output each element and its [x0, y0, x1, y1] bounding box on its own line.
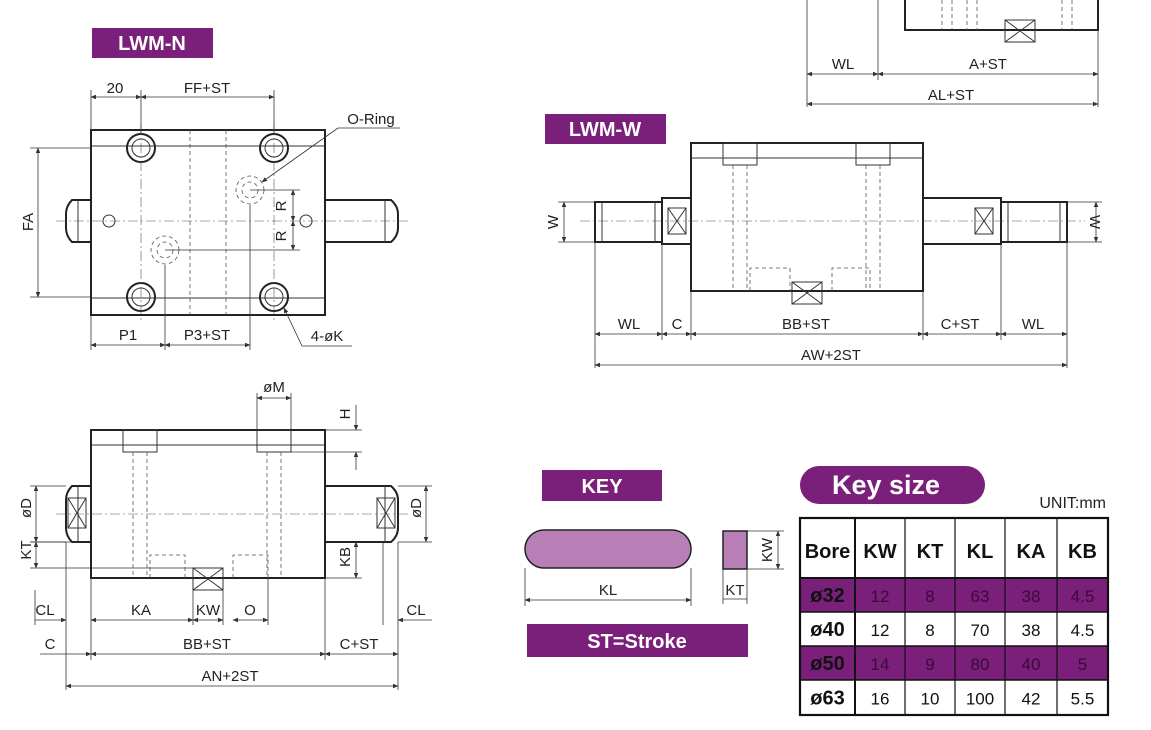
table-header: Bore	[805, 541, 851, 563]
lwm-top-right-partial-view: WL A+ST AL+ST	[806, 0, 1099, 107]
key-size-title: Key size	[832, 470, 940, 500]
dim-bb-st-front: BB+ST	[183, 636, 231, 653]
stroke-banner	[527, 624, 748, 657]
key-shape-side	[722, 530, 748, 570]
table-cell: 14	[871, 655, 890, 674]
dim-r-lower: R	[273, 230, 290, 241]
dim-fa: FA	[20, 213, 37, 231]
dim-kw: KW	[196, 602, 221, 619]
dim-c-st-w: C+ST	[941, 316, 980, 333]
lwm-n-banner	[92, 28, 213, 58]
table-cell: 70	[971, 621, 990, 640]
dim-o: O	[244, 602, 256, 619]
table-header: KL	[967, 541, 994, 563]
table-cell: 42	[1022, 690, 1041, 709]
table-cell: 40	[1022, 655, 1041, 674]
dim-cl-left: CL	[35, 602, 54, 619]
dim-kb: KB	[337, 547, 354, 567]
table-cell: 8	[925, 621, 934, 640]
key-section: KEY KL KW KT ST=Stroke	[524, 470, 784, 657]
dim-a-st: A+ST	[969, 56, 1007, 73]
lwm-w-title: LWM-W	[569, 119, 641, 141]
dim-al-st: AL+ST	[928, 87, 974, 104]
table-cell: 4.5	[1071, 621, 1095, 640]
dim-4-k: 4-øK	[311, 328, 344, 345]
dim-c-front: C	[45, 636, 56, 653]
table-bore-cell: ø50	[810, 653, 844, 675]
table-row-highlight	[800, 646, 1108, 680]
dim-ka: KA	[131, 602, 151, 619]
dim-m: øM	[263, 379, 285, 396]
dim-c-w: C	[672, 316, 683, 333]
lwm-w-view: LWM-W W W	[545, 114, 1103, 368]
key-title: KEY	[581, 476, 623, 498]
table-cell: 8	[925, 587, 934, 606]
table-cell: 12	[871, 587, 890, 606]
key-size-section: Key size UNIT:mm Bore KW KT KL KA KB ø32 12 8 63 3…	[798, 466, 1110, 717]
dim-bb-st-w: BB+ST	[782, 316, 830, 333]
lwm-n-top-view: LWM-N 20 FF+ST FA	[20, 28, 410, 350]
dim-h: H	[337, 409, 354, 420]
dim-wl-top: WL	[832, 56, 855, 73]
table-cell: 9	[925, 655, 934, 674]
dim-kt: KT	[18, 540, 35, 559]
table-cell: 4.5	[1071, 587, 1095, 606]
key-size-banner	[800, 466, 985, 504]
dim-wl-w-left: WL	[618, 316, 641, 333]
table-cell: 5.5	[1071, 690, 1095, 709]
table-bore-cell: ø40	[810, 619, 844, 641]
dim-p3-st: P3+ST	[184, 327, 230, 344]
dim-an-2st: AN+2ST	[201, 668, 258, 685]
table-cell: 38	[1022, 621, 1041, 640]
dim-p1: P1	[119, 327, 137, 344]
dim-ff-st: FF+ST	[184, 80, 230, 97]
key-shape-top	[524, 529, 692, 569]
table-cell: 12	[871, 621, 890, 640]
stroke-note: ST=Stroke	[587, 631, 686, 653]
table-cell: 16	[871, 690, 890, 709]
dim-aw-2st: AW+2ST	[801, 347, 861, 364]
dim-w-right: W	[1086, 215, 1103, 230]
dim-kw-key: KW	[759, 537, 776, 562]
table-bore-cell: ø32	[810, 585, 844, 607]
dim-d-right: øD	[408, 498, 425, 518]
lwm-n-body	[90, 129, 326, 316]
table-header: KT	[917, 541, 944, 563]
table-cell: 80	[971, 655, 990, 674]
dim-w-left: W	[545, 214, 562, 229]
dim-wl-w-right: WL	[1022, 316, 1045, 333]
key-size-table: Bore KW KT KL KA KB ø32 12 8 63 38 4.5 ø40 12 8 70 38 4.5…	[798, 516, 1110, 717]
table-cell: 100	[966, 690, 994, 709]
lwm-n-front-view: øM H øD øD KT KB	[18, 379, 432, 690]
unit-label: UNIT:mm	[1039, 495, 1106, 512]
table-cell: 5	[1078, 655, 1087, 674]
dim-kl: KL	[599, 582, 617, 599]
table-header: KA	[1017, 541, 1046, 563]
lwm-w-banner	[545, 114, 666, 144]
dim-d-left: øD	[18, 498, 35, 518]
table-header: KW	[863, 541, 896, 563]
table-header: KB	[1068, 541, 1097, 563]
dim-cl-right: CL	[406, 602, 425, 619]
dim-r-upper: R	[273, 200, 290, 211]
table-cell: 63	[971, 587, 990, 606]
table-cell: 10	[921, 690, 940, 709]
dim-kt-key: KT	[725, 582, 744, 599]
table-bore-cell: ø63	[810, 688, 844, 710]
lwm-n-title: LWM-N	[118, 33, 186, 55]
table-row-highlight	[800, 578, 1108, 612]
o-ring-label: O-Ring	[347, 111, 395, 128]
key-banner	[542, 470, 662, 501]
dim-c-st-front: C+ST	[340, 636, 379, 653]
table-cell: 38	[1022, 587, 1041, 606]
dim-20: 20	[107, 80, 124, 97]
